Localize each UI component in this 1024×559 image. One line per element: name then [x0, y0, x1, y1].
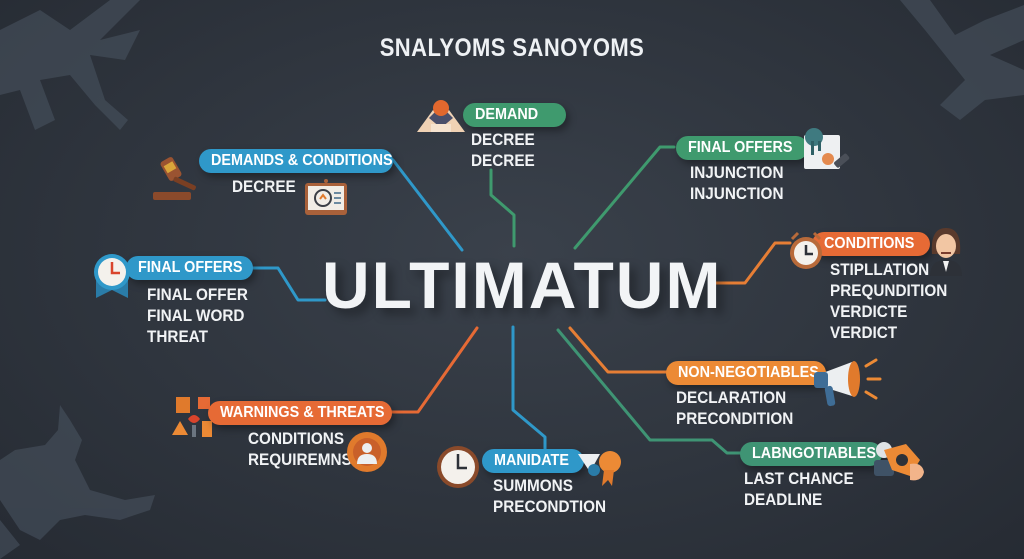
clock-badge-icon: [94, 254, 130, 298]
hand-gear-icon: [874, 442, 924, 481]
medal-icon: [578, 451, 621, 486]
item: PRECONDITION: [676, 409, 794, 428]
item: INJUNCTION: [690, 163, 784, 182]
branch-label-warnings-threats: WARNINGS & THREATS: [208, 401, 392, 425]
item: VERDICTE: [830, 302, 908, 321]
branch-label-demand: DEMAND: [463, 103, 566, 127]
document-stamp-icon: [804, 128, 850, 169]
branch-items-non-negotiables: DECLARATION PRECONDITION: [676, 387, 806, 429]
branch-items-conditions: STIPLLATION PREQUNDITION VERDICTE VERDIC…: [830, 259, 960, 343]
connector-demand: [489, 168, 516, 248]
branch-items-labngotiables: LAST CHANCE DEADLINE: [744, 468, 866, 510]
item: DECREE: [232, 177, 296, 196]
item: FINAL WORD: [147, 306, 245, 325]
branch-label-manidate: MANIDATE: [482, 449, 584, 473]
central-topic: ULTIMATUM: [322, 248, 723, 322]
branch-label-final-offers-right: FINAL OFFERS: [676, 136, 808, 160]
item: REQUIREMNS: [248, 450, 352, 469]
alarm-clock-icon: [790, 231, 822, 269]
item: DEADLINE: [744, 490, 823, 509]
branch-items-demands-conditions: DECREE: [232, 176, 303, 197]
connector-final-offers-right: [573, 145, 676, 250]
warning-symbols-icon: [172, 397, 212, 437]
person-avatar-icon: [930, 228, 962, 276]
branch-items-final-offers-right: INJUNCTION INJUNCTION: [690, 162, 794, 204]
connector-labngotiables: [556, 328, 744, 455]
branch-label-non-negotiables: NON-NEGOTIABLES: [666, 361, 826, 385]
item: PRECONDTION: [493, 497, 607, 516]
branch-label-labngotiables: LABNGOTIABLES: [740, 442, 882, 466]
gavel-icon: [153, 157, 196, 200]
wall-clock-icon: [437, 446, 479, 488]
item: CONDITIONS: [248, 429, 345, 448]
connector-final-offers-left: [248, 266, 327, 302]
item: VERDICT: [830, 323, 898, 342]
megaphone-icon: [814, 358, 882, 407]
connector-manidate: [511, 325, 547, 454]
diagram-title: SNALYOMS SANOYOMS: [379, 34, 645, 62]
branch-items-final-offers-left: FINAL OFFER FINAL WORD THREAT: [147, 284, 259, 347]
item: LAST CHANCE: [744, 469, 854, 488]
item: FINAL OFFER: [147, 285, 248, 304]
item: THREAT: [147, 327, 208, 346]
branch-items-warnings-threats: CONDITIONS REQUIREMNS: [248, 428, 363, 470]
handshake-icon: [417, 100, 465, 132]
item: STIPLLATION: [830, 260, 930, 279]
connector-warnings-threats: [388, 326, 479, 414]
item: SUMMONS: [493, 476, 573, 495]
item: DECREE: [471, 151, 535, 170]
person-target-icon: [347, 432, 387, 472]
branch-items-demand: DECREE DECREE: [471, 129, 542, 171]
presentation-board-icon: [305, 179, 347, 215]
branch-label-demands-conditions: DEMANDS & CONDITIONS: [199, 149, 393, 173]
item: DECREE: [471, 130, 535, 149]
item: INJUNCTION: [690, 184, 784, 203]
connector-conditions: [710, 241, 792, 285]
item: DECLARATION: [676, 388, 787, 407]
branch-label-conditions: CONDITIONS: [812, 232, 930, 256]
branch-items-manidate: SUMMONS PRECONDTION: [493, 475, 619, 517]
connector-non-negotiables: [568, 326, 670, 374]
connector-demands-conditions: [391, 158, 464, 252]
item: PREQUNDITION: [830, 281, 948, 300]
branch-label-final-offers-left: FINAL OFFERS: [126, 256, 253, 280]
